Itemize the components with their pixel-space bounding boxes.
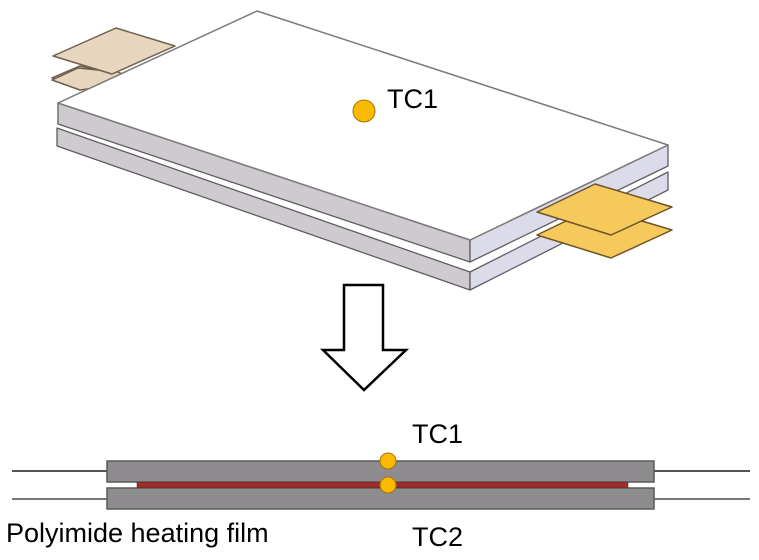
label-tc1-section: TC1 — [412, 419, 464, 449]
right-tab-upper — [536, 183, 673, 236]
thermocouple-tc1-section-marker — [379, 452, 397, 470]
cell-section-bottom — [106, 487, 655, 510]
label-tc2-section: TC2 — [412, 522, 464, 552]
thermocouple-tc1-marker — [352, 99, 376, 123]
right-tabs — [536, 183, 673, 259]
label-tc1-isometric: TC1 — [387, 84, 439, 114]
left-tab-upper — [52, 27, 176, 75]
thermocouple-tc2-section-marker — [379, 476, 397, 494]
cell-top-face — [57, 10, 669, 241]
label-heating-film: Polyimide heating film — [6, 518, 269, 548]
cross-section — [12, 452, 750, 510]
isometric-cell-stack — [51, 10, 673, 291]
down-arrow-icon — [319, 283, 410, 392]
